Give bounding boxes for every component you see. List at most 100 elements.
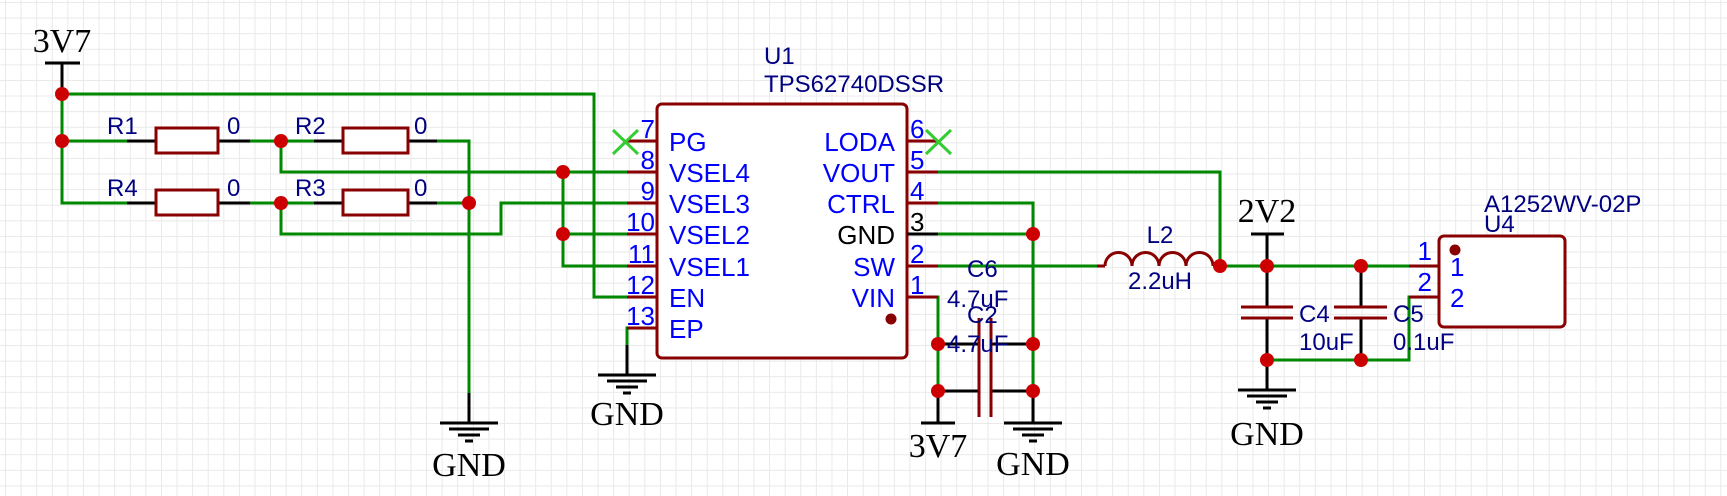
u1-pin-13-number: 13: [626, 301, 655, 331]
junction: [462, 196, 476, 210]
r3-ref: R3: [295, 175, 326, 202]
r1-ref: R1: [107, 113, 138, 140]
junction: [556, 227, 570, 241]
r1-value: 0: [227, 113, 240, 140]
no-connect-loda: [924, 128, 953, 156]
u1-pin-2-name: SW: [853, 252, 895, 282]
c6-ref: C6: [967, 256, 998, 283]
r2-value: 0: [414, 113, 427, 140]
u1-pin-13-name: EP: [669, 314, 704, 344]
u4-pin1-num: 1: [1418, 236, 1432, 266]
junction: [1213, 259, 1227, 273]
wire-r2-to-vsel4[interactable]: [279, 139, 629, 174]
u4-pin2-name: 2: [1450, 283, 1464, 313]
capacitor-c5[interactable]: C5 0.1uF: [1334, 301, 1454, 356]
connector-u4[interactable]: A1252WV-02P U4 1 2 1 2: [1409, 191, 1641, 329]
wire-3v7-vertical[interactable]: [60, 92, 129, 205]
c4-ref: C4: [1299, 301, 1330, 328]
u1-pin-8-number: 8: [641, 145, 655, 175]
junction: [1354, 353, 1368, 367]
ground-port-out[interactable]: GND: [1230, 388, 1304, 453]
u4-pin1-name: 1: [1450, 252, 1464, 282]
junction: [1026, 227, 1040, 241]
capacitor-c2[interactable]: C2 4.7uF: [947, 302, 1008, 417]
l2-ref: L2: [1147, 222, 1174, 249]
ground-port-caps[interactable]: GND: [996, 421, 1070, 483]
r4-value: 0: [227, 175, 240, 202]
u1-pin-5-name: VOUT: [823, 158, 895, 188]
no-connect-pg: [611, 128, 640, 156]
c5-ref: C5: [1393, 301, 1424, 328]
u1-ref: U1: [764, 43, 795, 70]
u1-pin-12-name: EN: [669, 283, 705, 313]
ground-label: GND: [1230, 416, 1304, 453]
wire-3v7-en[interactable]: [60, 92, 629, 299]
u1-pin-3-name: GND: [837, 220, 895, 250]
r2-ref: R2: [295, 113, 326, 140]
resistor-r4[interactable]: R4 0: [107, 175, 240, 217]
junction: [1026, 337, 1040, 351]
u1-pin-7-name: PG: [669, 127, 707, 157]
wire-output-gnd[interactable]: [1265, 295, 1411, 362]
u1-pin-4-number: 4: [910, 176, 924, 206]
l2-value: 2.2uH: [1128, 268, 1192, 295]
wire-r2-to-gnd[interactable]: [435, 139, 471, 395]
wire-r3-to-vsel3[interactable]: [279, 201, 629, 236]
ground-port-ep[interactable]: GND: [590, 373, 664, 433]
junction: [55, 134, 69, 148]
junction: [274, 134, 288, 148]
u1-part: TPS62740DSSR: [764, 71, 944, 98]
junction: [274, 196, 288, 210]
resistor-r1[interactable]: R1 0: [107, 113, 240, 155]
power-port-3v7-top[interactable]: 3V7: [33, 23, 92, 60]
u1-pin-6-name: LODA: [824, 127, 895, 157]
u1-pin-6-number: 6: [910, 114, 924, 144]
u1-pin-11-name: VSEL1: [669, 252, 750, 282]
c6-value: 4.7uF: [947, 286, 1008, 313]
inductor-l2[interactable]: L2 2.2uH: [1097, 222, 1220, 295]
wire-vsel-bridge[interactable]: [561, 170, 629, 268]
c2-ref: C2: [967, 302, 998, 329]
wire-vout[interactable]: [936, 170, 1222, 268]
wires: [60, 92, 1411, 395]
wire-ctrl[interactable]: [936, 201, 1035, 393]
u1-pin1-marker: [885, 313, 897, 325]
junction: [931, 384, 945, 398]
u1-pin-12-number: 12: [626, 270, 655, 300]
c5-value: 0.1uF: [1393, 329, 1454, 356]
u4-pin2-num: 2: [1418, 267, 1432, 297]
capacitor-c4[interactable]: C4 10uF: [1241, 301, 1354, 356]
power-2v2-label: 2V2: [1238, 193, 1297, 230]
power-port-3v7-bottom[interactable]: 3V7: [909, 428, 968, 465]
power-3v7-top-label: 3V7: [33, 23, 92, 60]
u1-pin-7-number: 7: [641, 114, 655, 144]
u4-part: A1252WV-02P: [1484, 191, 1641, 218]
u4-pin1-marker: [1449, 244, 1461, 256]
junction: [55, 87, 69, 101]
u1-pin-10-number: 10: [626, 207, 655, 237]
u1-pin-4-name: CTRL: [827, 189, 895, 219]
u1-pin-11-number: 11: [628, 239, 655, 269]
resistor-r3[interactable]: R3 0: [295, 175, 427, 217]
ground-port-r[interactable]: GND: [432, 421, 506, 484]
u1-pin-9-number: 9: [641, 176, 655, 206]
u1-pin-3-number: 3: [910, 207, 924, 237]
c2-value: 4.7uF: [947, 331, 1008, 358]
u1-pin-10-name: VSEL2: [669, 220, 750, 250]
junction: [1260, 259, 1274, 273]
junction: [1260, 353, 1274, 367]
junction: [1026, 384, 1040, 398]
capacitor-c6[interactable]: C6 4.7uF: [947, 256, 1008, 370]
junctions: [55, 87, 1368, 398]
u1-pin-8-name: VSEL4: [669, 158, 750, 188]
ground-label: GND: [996, 446, 1070, 483]
resistor-r2[interactable]: R2 0: [295, 113, 427, 155]
ground-label: GND: [590, 396, 664, 433]
c4-value: 10uF: [1299, 329, 1354, 356]
power-port-2v2[interactable]: 2V2: [1238, 193, 1297, 230]
